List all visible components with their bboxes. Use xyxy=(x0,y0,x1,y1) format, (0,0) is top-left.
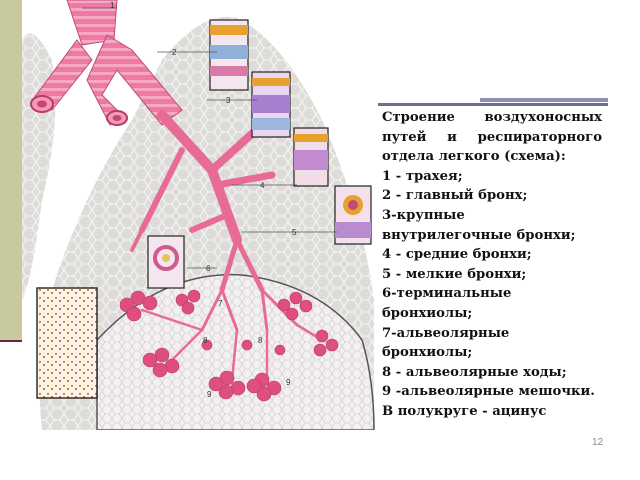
histology-inset-5 xyxy=(147,235,185,289)
diagram-label-5: 5 xyxy=(292,228,297,237)
diagram-label-6: 6 xyxy=(206,264,211,273)
diagram-label-1: 1 xyxy=(110,1,115,10)
left-decor-bar xyxy=(0,0,22,340)
caption-line: 9 -альвеолярные мешочки. xyxy=(382,384,595,400)
caption-line: 7-альвеолярные xyxy=(382,325,510,341)
caption-line: внутрилегочные бронхи; xyxy=(382,227,576,243)
caption-line: 3-крупные xyxy=(382,207,465,223)
histology-inset-1 xyxy=(209,19,249,91)
diagram-label-8b: 8 xyxy=(258,336,263,345)
histology-inset-3 xyxy=(293,127,329,187)
caption-rule-bottom xyxy=(378,103,608,106)
caption-line: 6-терминальные xyxy=(382,286,512,302)
page-number: 12 xyxy=(592,437,604,448)
caption-line: Строение воздухоносных xyxy=(382,110,602,125)
caption-line: 5 - мелкие бронхи; xyxy=(382,266,527,282)
main-bronchus-right xyxy=(86,34,183,126)
caption-rule-top xyxy=(480,98,608,102)
caption-line: 1 - трахея; xyxy=(382,168,463,184)
caption-line: путей и респираторного xyxy=(382,129,602,145)
diagram-label-2: 2 xyxy=(172,48,177,57)
diagram-label-7: 7 xyxy=(218,299,223,308)
leader-lines xyxy=(82,7,337,269)
diagram-label-9a: 9 xyxy=(207,390,212,399)
caption-line: В полукруге - ацинус xyxy=(382,403,547,419)
alveolar-sacs xyxy=(119,289,339,402)
histology-inset-4 xyxy=(334,185,372,245)
lung-airway-illustration: 1 2 3 4 5 6 7 8 8 9 9 xyxy=(22,0,375,430)
lung-lobe-left xyxy=(22,33,56,300)
caption-line: 8 - альвеолярные ходы; xyxy=(382,364,567,380)
caption-line: 2 - главный бронх; xyxy=(382,188,528,204)
main-bronchus-left xyxy=(30,39,93,113)
caption-line: 4 - средние бронхи; xyxy=(382,247,532,263)
left-decor-line xyxy=(0,340,22,342)
histology-inset-2 xyxy=(251,71,291,138)
diagram-label-9b: 9 xyxy=(286,378,291,387)
histology-inset-alveolar xyxy=(36,287,98,399)
diagram-label-3: 3 xyxy=(226,96,231,105)
caption-line: отдела легкого (схема): xyxy=(382,149,566,165)
diagram-label-8a: 8 xyxy=(203,336,208,345)
caption-text: Строение воздухоносных путей и респирато… xyxy=(382,108,602,422)
caption-line: бронхиолы; xyxy=(382,305,473,321)
diagram-label-4: 4 xyxy=(260,181,265,190)
caption-line: бронхиолы; xyxy=(382,345,473,361)
